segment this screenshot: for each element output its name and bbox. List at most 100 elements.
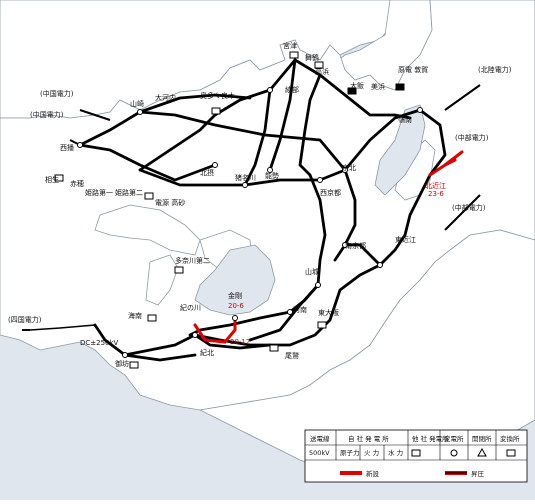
label-kainan: 海南 [128,311,142,320]
plant-icon [129,361,139,369]
plant-icon [54,174,64,182]
substation-icon [77,142,83,148]
lake-biwa [374,104,426,196]
plant-icon [395,83,405,91]
label-ohkouchi: 大河内 [155,93,176,102]
dc-line [29,324,96,331]
legend-header-own: 自 社 発 電 所 [348,434,389,443]
label-hokuriku: (北陸電力) [478,65,512,74]
plant-icon [147,314,157,322]
label-tsuruga: 原電 敦賀 [398,65,428,74]
label-reinan: 嶺南 [398,115,412,124]
label-mihama: 美浜 [371,82,385,91]
label-yamazaki: 山崎 [130,99,144,108]
label-shikoku: (四国電力) [8,315,42,324]
label-gobou: 御坊 [115,359,129,368]
substation-icon [317,177,323,183]
substation-icon [417,107,423,113]
power-plants [54,51,405,369]
label-chubu2: (中部電力) [452,203,486,212]
label-nishiharima: 西播 [60,143,74,152]
substation-icon [342,167,348,173]
substation-icon [287,309,293,315]
legend-header-conv: 変換所 [500,434,520,443]
label-aioi: 相生 [45,175,59,184]
label-chugoku2: (中国電力) [30,110,64,119]
label-kinan: 金剛 [228,291,242,300]
substation-icon [192,332,198,338]
label-owase: 尾鷲 [285,351,299,360]
substation-icon [377,262,383,268]
label-dc: DC±250kV [80,339,119,347]
label-ohi: 大飯 [350,81,364,90]
plant-icon [211,107,221,115]
label-okutagi: 奥多々良木 [200,91,235,100]
plant-icon [174,266,184,274]
label-nosegawa: 猪名川 [235,173,256,182]
label-kitaomi: 北近江 [425,181,446,190]
substation-icon [267,167,273,173]
label-ayabe: 綾部 [285,85,299,94]
label-himejidaini: 姫路第二 [115,188,143,197]
substation-icon [122,352,128,358]
label-minamikyoto: 南京都 [345,241,366,250]
label-kyotokita: 京北 [342,163,356,172]
substations [77,87,423,358]
legend-header-lines: 送電線 [310,434,330,443]
substation-icon [232,315,238,321]
label-akoudaini: 赤穂 [70,179,84,188]
label-higashiosaka: 東大阪 [318,308,339,317]
legend-switch-icon [477,447,487,457]
legend-substation-icon [450,449,458,457]
label-himejidaiichi: 姫路第一 [85,188,113,197]
legend-header-other: 他 社 発電所 [412,434,449,443]
legend-nuclear: 原子力 [340,448,360,457]
legend-header-switch: 開閉所 [472,434,492,443]
substation-icon [137,109,143,115]
legend-new-label: 新設 [366,469,380,478]
legend-500kv: 500kV [309,449,330,457]
upgrade-arrow [443,150,464,167]
external-ties [22,84,481,331]
substation-icon [267,87,273,93]
legend-upgrade-label: 昇圧 [471,470,485,478]
label-dengen: 電源 高砂 [155,198,185,207]
label-higashiomi: 東近江 [395,235,416,244]
legend-hydro: 水 力 [388,448,403,457]
label-hokusetsu: 北摂 [200,168,214,177]
legend-converter-icon [506,449,516,457]
plant-icon [289,51,299,59]
label-takahama: 高浜 [315,67,329,76]
substation-icon [315,282,321,288]
substation-icon [242,182,248,188]
plant-icon [347,87,357,95]
label-kitaomi-no: 23-6 [428,190,444,198]
legend-other-plant-icon [411,449,421,457]
label-nishikyoto: 西京都 [320,188,341,197]
legend-header-sub: 変電所 [444,434,464,443]
label-kinokawa: 紀の川 [180,303,201,312]
label-chubu1: (中部電力) [455,133,489,142]
label-chugoku1: (中国電力) [40,89,74,98]
label-miyazu: 宮津 [283,41,297,50]
plant-icon [269,344,279,352]
label-yamashiro: 山城 [305,267,319,276]
label-tatami: 多奈川第二 [175,256,210,265]
label-noutoku: 能勢 [265,171,279,180]
plant-icon [144,192,154,200]
legend-thermal: 火 力 [364,448,379,457]
plant-icon [317,321,327,329]
label-maizuru: 舞鶴 [305,53,319,62]
plant-icon [314,61,324,69]
label-kinan-no: 20-6 [228,302,244,310]
label-kokudo-no: 20-12 [230,338,250,346]
new-line-kinan [193,316,237,344]
awaji-island [145,254,179,306]
substation-icon [212,162,218,168]
label-kanan: 河南 [293,305,307,314]
osaka-bay [194,244,276,316]
label-kihoku: 紀北 [200,348,214,357]
substation-icon [342,242,348,248]
